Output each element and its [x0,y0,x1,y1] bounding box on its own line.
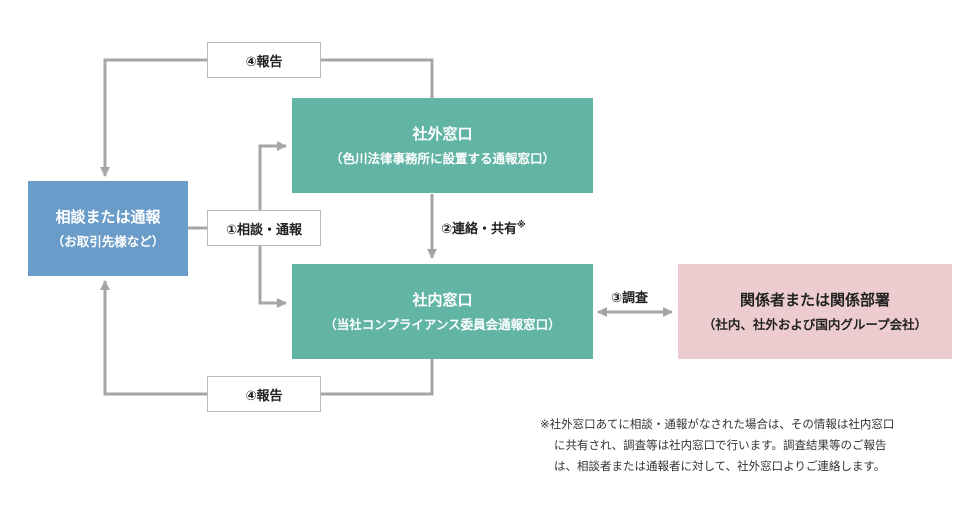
reporter-box: 相談または通報 （お取引先様など） [28,181,188,276]
footnote-line: ※社外窓口あてに相談・通報がなされた場合は、その情報は社内窓口 [540,417,895,431]
liaise-share-label: ②連絡・共有※ [441,218,526,237]
consult-to-external-arrow [258,140,288,228]
internal-window-box: 社内窓口 （当社コンプライアンス委員会通報窓口） [292,264,593,359]
report-top-label: ④報告 [207,42,321,78]
footnote: ※社外窓口あてに相談・通報がなされた場合は、その情報は社内窓口 に共有され、調査… [540,414,965,477]
external-window-box: 社外窓口 （色川法律事務所に設置する通報窓口） [292,98,593,193]
report-bottom-label: ④報告 [207,376,321,412]
external-window-subtitle: （色川法律事務所に設置する通報窓口） [329,150,555,166]
related-parties-box: 関係者または関係部署 （社内、社外および国内グループ会社） [678,264,952,359]
internal-window-subtitle: （当社コンプライアンス委員会通報窓口） [324,316,561,332]
consult-report-label: ①相談・通報 [207,210,321,246]
related-parties-subtitle: （社内、社外および国内グループ会社） [702,316,928,332]
reporter-subtitle: （お取引先様など） [51,233,165,249]
reporter-title: 相談または通報 [55,207,161,226]
investigate-label: ③調査 [611,291,649,306]
consult-to-internal-arrow [258,228,288,309]
liaise-share-note-mark: ※ [517,220,526,231]
internal-window-title: 社内窓口 [412,290,473,309]
footnote-line: に共有され、調査等は社内窓口で行います。調査結果等のご報告 [554,438,887,452]
external-window-title: 社外窓口 [412,124,473,143]
related-parties-title: 関係者または関係部署 [739,290,890,309]
footnote-line: は、相談者または通報者に対して、社外窓口よりご連絡します。 [554,459,886,473]
liaise-share-text: ②連絡・共有 [441,222,518,237]
